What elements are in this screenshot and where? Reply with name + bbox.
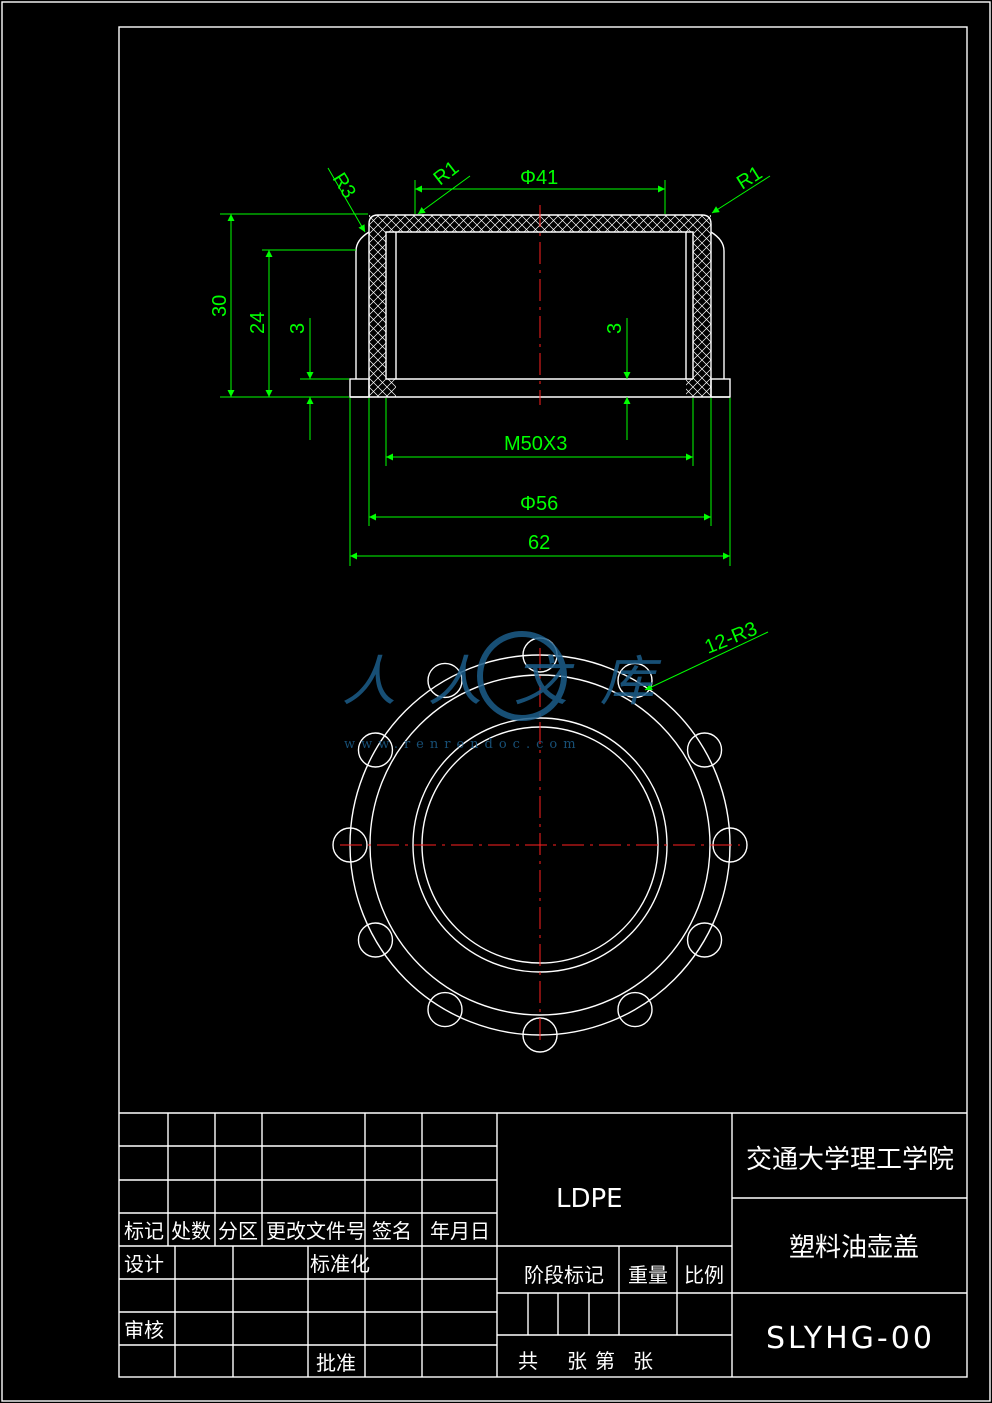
dim-r1-right: R1 <box>733 162 766 194</box>
dim-dia-top: Φ41 <box>520 167 558 189</box>
dim-height-total: 30 <box>209 295 231 317</box>
part-name: 塑料油壶盖 <box>789 1233 919 1263</box>
lbl-sheet-1: 张 <box>567 1349 587 1373</box>
lbl-scale: 比例 <box>684 1263 724 1287</box>
frame-border <box>118 26 968 1378</box>
title-block: 标记 处数 分区 更改文件号 签名 年月日 设计 标准化 审核 批准 LDPE … <box>119 1112 967 1377</box>
section-hatch-left <box>369 215 396 397</box>
watermark-text: 人人文库 <box>342 650 686 713</box>
lbl-approve: 批准 <box>316 1351 356 1375</box>
school-name: 交通大学理工学院 <box>746 1145 954 1175</box>
section-view: Φ41 R1 R1 R3 30 24 3 3 M50X3 <box>209 157 771 566</box>
flange-left <box>349 378 370 398</box>
rim-scallop <box>427 991 463 1028</box>
section-cavity <box>385 231 694 379</box>
rim-scallop <box>686 922 723 958</box>
drawing-number: SLYHG-00 <box>766 1321 935 1356</box>
lbl-weight: 重量 <box>628 1263 668 1287</box>
rim-scallop <box>617 662 653 699</box>
lbl-stage-mark: 阶段标记 <box>524 1263 604 1287</box>
hdr-sign: 签名 <box>372 1219 412 1243</box>
rim-scallop <box>686 732 723 768</box>
lbl-sheet-nth: 第 <box>595 1349 615 1373</box>
watermark: 人人文库 www.renrendoc.com <box>342 631 686 752</box>
dim-dia-outer: Φ56 <box>520 493 558 515</box>
lbl-design: 设计 <box>124 1252 164 1276</box>
rim-scallop <box>617 991 653 1028</box>
dim-height-inner: 24 <box>247 312 269 334</box>
dim-thread: M50X3 <box>504 433 567 455</box>
dim-step-right: 3 <box>604 323 626 334</box>
plan-scallops <box>332 637 748 1053</box>
dim-r3: R3 <box>328 169 360 202</box>
watermark-url: www.renrendoc.com <box>344 737 582 752</box>
hdr-count: 处数 <box>171 1219 211 1243</box>
material: LDPE <box>556 1184 623 1214</box>
rim-scallop <box>357 922 394 958</box>
lbl-standardize: 标准化 <box>310 1252 370 1276</box>
rim-scallop <box>427 662 463 699</box>
rim-scallop <box>357 732 394 768</box>
plan-note: 12-R3 <box>702 618 761 659</box>
dim-step-left: 3 <box>287 323 309 334</box>
section-hatch-right <box>686 215 711 397</box>
flange-right <box>710 378 731 398</box>
hdr-doc-no: 更改文件号 <box>266 1219 366 1243</box>
dim-width-total: 62 <box>528 532 550 554</box>
rim-scallop <box>332 827 368 863</box>
lbl-sheet-total: 共 <box>518 1349 538 1373</box>
hdr-date: 年月日 <box>430 1219 490 1243</box>
lbl-sheet-2: 张 <box>633 1349 653 1373</box>
hdr-zone: 分区 <box>218 1219 258 1243</box>
hdr-mark: 标记 <box>124 1219 164 1243</box>
lbl-review: 审核 <box>124 1318 164 1342</box>
